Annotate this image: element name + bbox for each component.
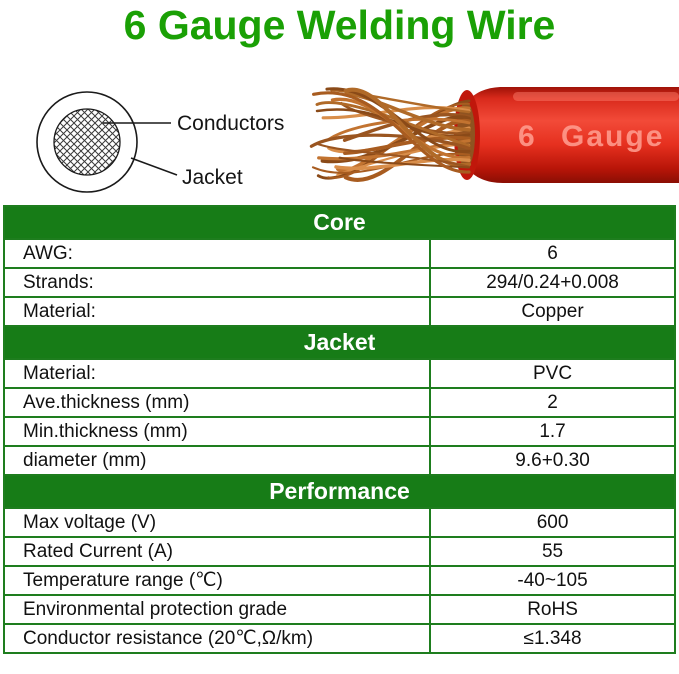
spec-label: Environmental protection grade: [2, 594, 432, 625]
cable-print-text: 6 Gauge: [518, 120, 664, 153]
cable-highlight: [513, 92, 679, 101]
table-section-row: Performance: [3, 474, 676, 509]
spec-value: PVC: [429, 358, 676, 389]
jacket-label: Jacket: [182, 166, 243, 189]
spec-value: 2: [429, 387, 676, 418]
spec-label: Max voltage (V): [2, 507, 432, 538]
page-title: 6 Gauge Welding Wire: [123, 2, 556, 48]
spec-label: Conductor resistance (20℃,Ω/km): [2, 623, 432, 654]
spec-label: Temperature range (℃): [2, 565, 432, 596]
section-header-core: Core: [3, 205, 676, 240]
spec-value: 9.6+0.30: [429, 445, 676, 476]
spec-label: diameter (mm): [2, 445, 432, 476]
wire-cross-section-diagram: Conductors Jacket: [36, 91, 284, 193]
spec-value: -40~105: [429, 565, 676, 596]
spec-label: Ave.thickness (mm): [2, 387, 432, 418]
conductors-hatch-circle: [53, 108, 121, 176]
jacket-pointer-line: [130, 157, 178, 176]
table-row: Environmental protection grade RoHS: [2, 594, 676, 625]
spec-table: Core AWG: 6 Strands: 294/0.24+0.008 Mate…: [2, 205, 676, 654]
spec-value: 55: [429, 536, 676, 567]
table-row: Conductor resistance (20℃,Ω/km) ≤1.348: [2, 623, 676, 654]
spec-label: AWG:: [2, 238, 432, 269]
table-section-row: Core: [3, 205, 676, 240]
spec-value: RoHS: [429, 594, 676, 625]
table-section-row: Jacket: [3, 325, 676, 360]
spec-label: Strands:: [2, 267, 432, 298]
spec-value: ≤1.348: [429, 623, 676, 654]
table-row: Temperature range (℃) -40~105: [2, 565, 676, 596]
conductors-label: Conductors: [177, 112, 284, 135]
table-row: Strands: 294/0.24+0.008: [2, 267, 676, 298]
section-header-jacket: Jacket: [3, 325, 676, 360]
spec-label: Material:: [2, 358, 432, 389]
table-row: Max voltage (V) 600: [2, 507, 676, 538]
table-row: Min.thickness (mm) 1.7: [2, 416, 676, 447]
table-row: Material: PVC: [2, 358, 676, 389]
table-row: Rated Current (A) 55: [2, 536, 676, 567]
spec-value: 294/0.24+0.008: [429, 267, 676, 298]
section-header-performance: Performance: [3, 474, 676, 509]
copper-strands: [309, 87, 472, 182]
spec-label: Min.thickness (mm): [2, 416, 432, 447]
spec-value: Copper: [429, 296, 676, 327]
table-row: AWG: 6: [2, 238, 676, 269]
table-row: diameter (mm) 9.6+0.30: [2, 445, 676, 476]
cable-jacket: [457, 87, 679, 183]
table-row: Ave.thickness (mm) 2: [2, 387, 676, 418]
table-row: Material: Copper: [2, 296, 676, 327]
spec-value: 6: [429, 238, 676, 269]
spec-value: 1.7: [429, 416, 676, 447]
spec-label: Material:: [2, 296, 432, 327]
cable-photo: 6 Gauge: [309, 87, 679, 183]
spec-value: 600: [429, 507, 676, 538]
spec-label: Rated Current (A): [2, 536, 432, 567]
